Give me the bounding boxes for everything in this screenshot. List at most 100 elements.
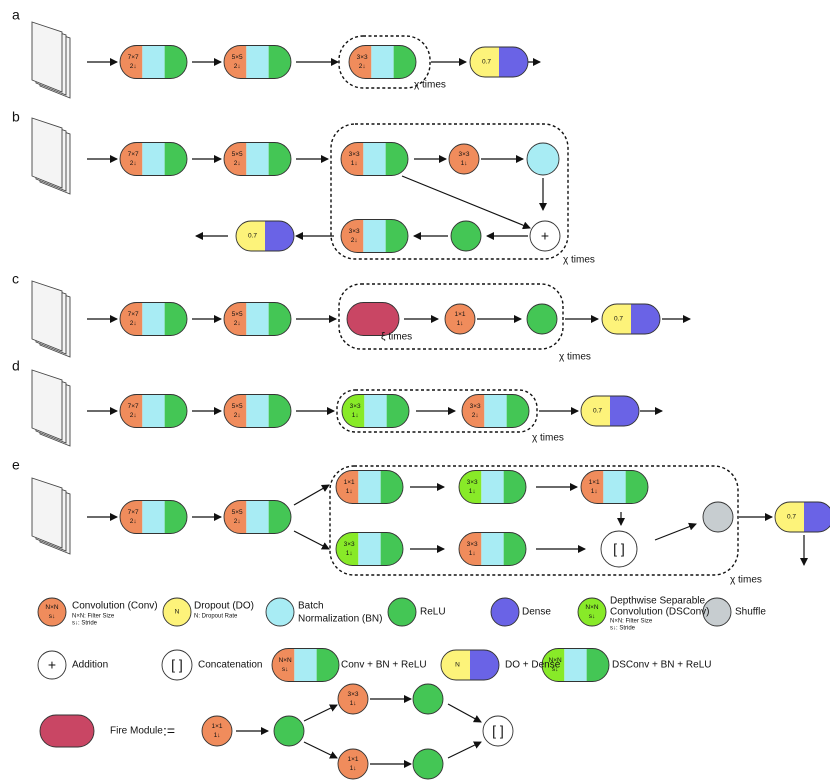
legend-dropout-symbol-text: N <box>175 609 180 616</box>
panel-a-conv1-stride: 2↓ <box>130 63 137 70</box>
panel-b-conv3-filter: 3×3 <box>349 151 360 158</box>
panel-b-conv2-left <box>224 142 247 176</box>
panel-e-bottom-conv-left <box>459 532 482 566</box>
panel-b-conv3-mid <box>363 142 386 176</box>
panel-a-conv3-stride: 2↓ <box>359 63 366 70</box>
stack-sheet <box>31 21 63 93</box>
panel-e-top-conv2-right <box>625 470 648 504</box>
legend-cbr-symbol-right <box>316 648 340 682</box>
panel-e-conv1-right <box>164 500 188 534</box>
panel-b-input-stack <box>31 117 71 195</box>
legend-fire-symbol <box>39 714 95 748</box>
panel-b-label: b <box>12 109 20 125</box>
legend-conv-symbol <box>37 597 67 627</box>
panel-e-top-dsconv-right <box>503 470 526 504</box>
panel-b-conv2 <box>223 142 292 176</box>
panel-e-conv2-mid <box>246 500 269 534</box>
stack-sheet <box>31 369 63 441</box>
panel-d-conv1-mid <box>142 394 165 428</box>
panel-b-times: χ times <box>563 255 595 266</box>
panel-b-dropout-dense <box>235 220 295 252</box>
arrow <box>447 703 482 723</box>
arrow <box>401 175 531 230</box>
panel-d-conv1-stride: 2↓ <box>130 412 137 419</box>
panel-b-conv1-outline <box>119 142 188 176</box>
panel-e-top-conv2-outline <box>580 470 649 504</box>
panel-c-conv2-left <box>224 302 247 336</box>
panel-e-dropout-dense-right <box>804 502 830 532</box>
panel-c-input-stack <box>31 280 71 358</box>
panel-e-top-conv1-filter: 1×1 <box>344 479 355 486</box>
legend-fire-title: Fire Module <box>110 726 163 737</box>
panel-e-conv2-right <box>268 500 291 534</box>
legend-fire-define: := <box>163 723 175 739</box>
panel-e-top-dsconv-mid <box>481 470 504 504</box>
panel-c-conv2-outline <box>223 302 292 336</box>
panel-a-conv2 <box>223 45 292 79</box>
legend-cbr-symbol <box>271 648 340 682</box>
legend-bn-symbol <box>265 597 295 627</box>
panel-b-conv4-stride: 1↓ <box>461 160 468 167</box>
panel-e-conv2-filter: 5×5 <box>232 509 243 516</box>
panel-b-conv5-right <box>385 219 409 253</box>
panel-c-conv <box>444 303 476 335</box>
panel-c-conv-stride: 1↓ <box>457 320 464 327</box>
panel-c-conv1-mid <box>142 302 165 336</box>
legend-dsbr-symbol <box>541 648 610 682</box>
panel-c-conv2-right <box>268 302 291 336</box>
panel-d-dropout-dense-left <box>581 396 610 426</box>
panel-c-conv2 <box>223 302 292 336</box>
panel-d-dsconv-outline <box>341 394 410 428</box>
panel-d-repeat-box <box>336 389 538 433</box>
legend-cbr-symbol-stride: s↓ <box>282 666 289 673</box>
panel-b-conv2-right <box>268 142 291 176</box>
legend-addition-title: Addition <box>72 660 108 671</box>
panel-b-conv5-filter: 3×3 <box>349 228 360 235</box>
panel-b-conv1-stride: 2↓ <box>130 160 137 167</box>
panel-d-conv3-left <box>462 394 485 428</box>
legend-relu-symbol <box>387 597 417 627</box>
panel-d-conv2-left <box>224 394 247 428</box>
panel-d-dsconv-right <box>386 394 410 428</box>
panel-b-conv5-stride: 2↓ <box>351 237 358 244</box>
panel-b-dropout-dense-right <box>265 221 294 251</box>
panel-e-shuffle <box>702 501 734 533</box>
panel-a-dropout-dense-left <box>470 47 499 77</box>
panel-e-times: χ times <box>730 575 762 586</box>
legend-fire-conv2-stride: 1↓ <box>350 700 357 707</box>
panel-d-conv1-filter: 7×7 <box>128 403 139 410</box>
panel-e-bottom-dsconv-outline <box>335 532 404 566</box>
panel-d-conv2-right <box>268 394 291 428</box>
panel-d-conv2-filter: 5×5 <box>232 403 243 410</box>
panel-c-conv1-outline <box>119 302 188 336</box>
panel-e-conv1-left <box>120 500 143 534</box>
panel-a-conv3-right <box>393 45 416 79</box>
legend-dsconv-symbol-filter: N×N <box>585 604 598 611</box>
legend-conv-symbol-filter: N×N <box>45 604 58 611</box>
panel-b-bn <box>526 142 560 176</box>
legend-fire-conv2 <box>337 683 369 715</box>
panel-d-dsconv-left <box>342 394 365 428</box>
legend-concatenation-symbol-symbol: [ ] <box>171 657 183 673</box>
legend-cbr-title: Conv + BN + ReLU <box>341 660 427 671</box>
legend-conv-sub1: N×N: Filter Size <box>72 614 115 620</box>
panel-c-conv2-mid <box>246 302 269 336</box>
panel-e-conv1 <box>119 500 188 534</box>
panel-d-conv3-outline <box>461 394 530 428</box>
legend-fire-relu1 <box>273 715 305 747</box>
panel-a-conv2-stride: 2↓ <box>234 63 241 70</box>
legend-dropout-sub: N: Dropout Rate <box>194 614 238 620</box>
panel-d-dsconv-stride: 1↓ <box>352 412 359 419</box>
panel-c-conv1-left <box>120 302 143 336</box>
stack-sheet <box>31 280 63 352</box>
legend-dod-symbol <box>440 649 500 681</box>
panel-e-bottom-conv <box>458 532 527 566</box>
panel-b-conv2-stride: 2↓ <box>234 160 241 167</box>
legend-fire-conv3-filter: 1×1 <box>347 756 358 763</box>
panel-b-addition <box>529 220 561 252</box>
legend-concatenation-symbol <box>161 649 193 681</box>
panel-e-conv1-stride: 2↓ <box>130 518 137 525</box>
panel-e-dropout-dense <box>774 501 830 533</box>
legend-fire-conv3-stride: 1↓ <box>350 765 357 772</box>
